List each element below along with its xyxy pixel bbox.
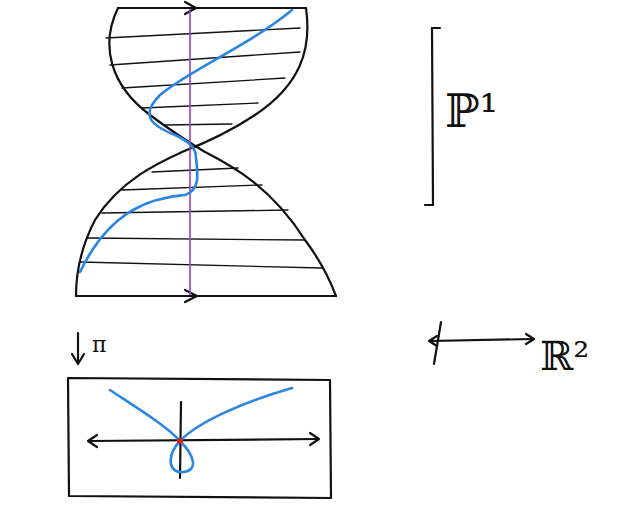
- band-side: [76, 8, 307, 296]
- plane-label: ℝ²: [540, 336, 589, 376]
- arrow-head: [310, 433, 319, 445]
- x-axis: [90, 439, 318, 441]
- arrow-head: [526, 334, 534, 344]
- small-axis: [430, 339, 533, 341]
- node-point: [177, 438, 183, 444]
- nodal-curve: [110, 388, 292, 472]
- projection-arrow: [77, 333, 79, 362]
- arrow-head: [88, 435, 97, 447]
- arrow-head: [429, 336, 437, 346]
- tick: [432, 27, 440, 29]
- bottom-edge: [76, 295, 336, 297]
- tick: [425, 204, 433, 206]
- plane-box: [68, 378, 331, 498]
- fiber-line: [432, 28, 433, 205]
- rulings: [80, 28, 322, 268]
- projective-line-label: ℙ¹: [445, 88, 498, 134]
- small-axis: [434, 322, 441, 364]
- edge-arrow: [185, 290, 197, 302]
- exceptional-fiber: [189, 9, 191, 295]
- arrow-head: [72, 354, 84, 364]
- top-edge: [118, 7, 306, 9]
- projection-label: π: [92, 334, 106, 356]
- band-side: [109, 8, 336, 296]
- ink: [68, 2, 534, 498]
- strict-transform-curve: [80, 10, 292, 272]
